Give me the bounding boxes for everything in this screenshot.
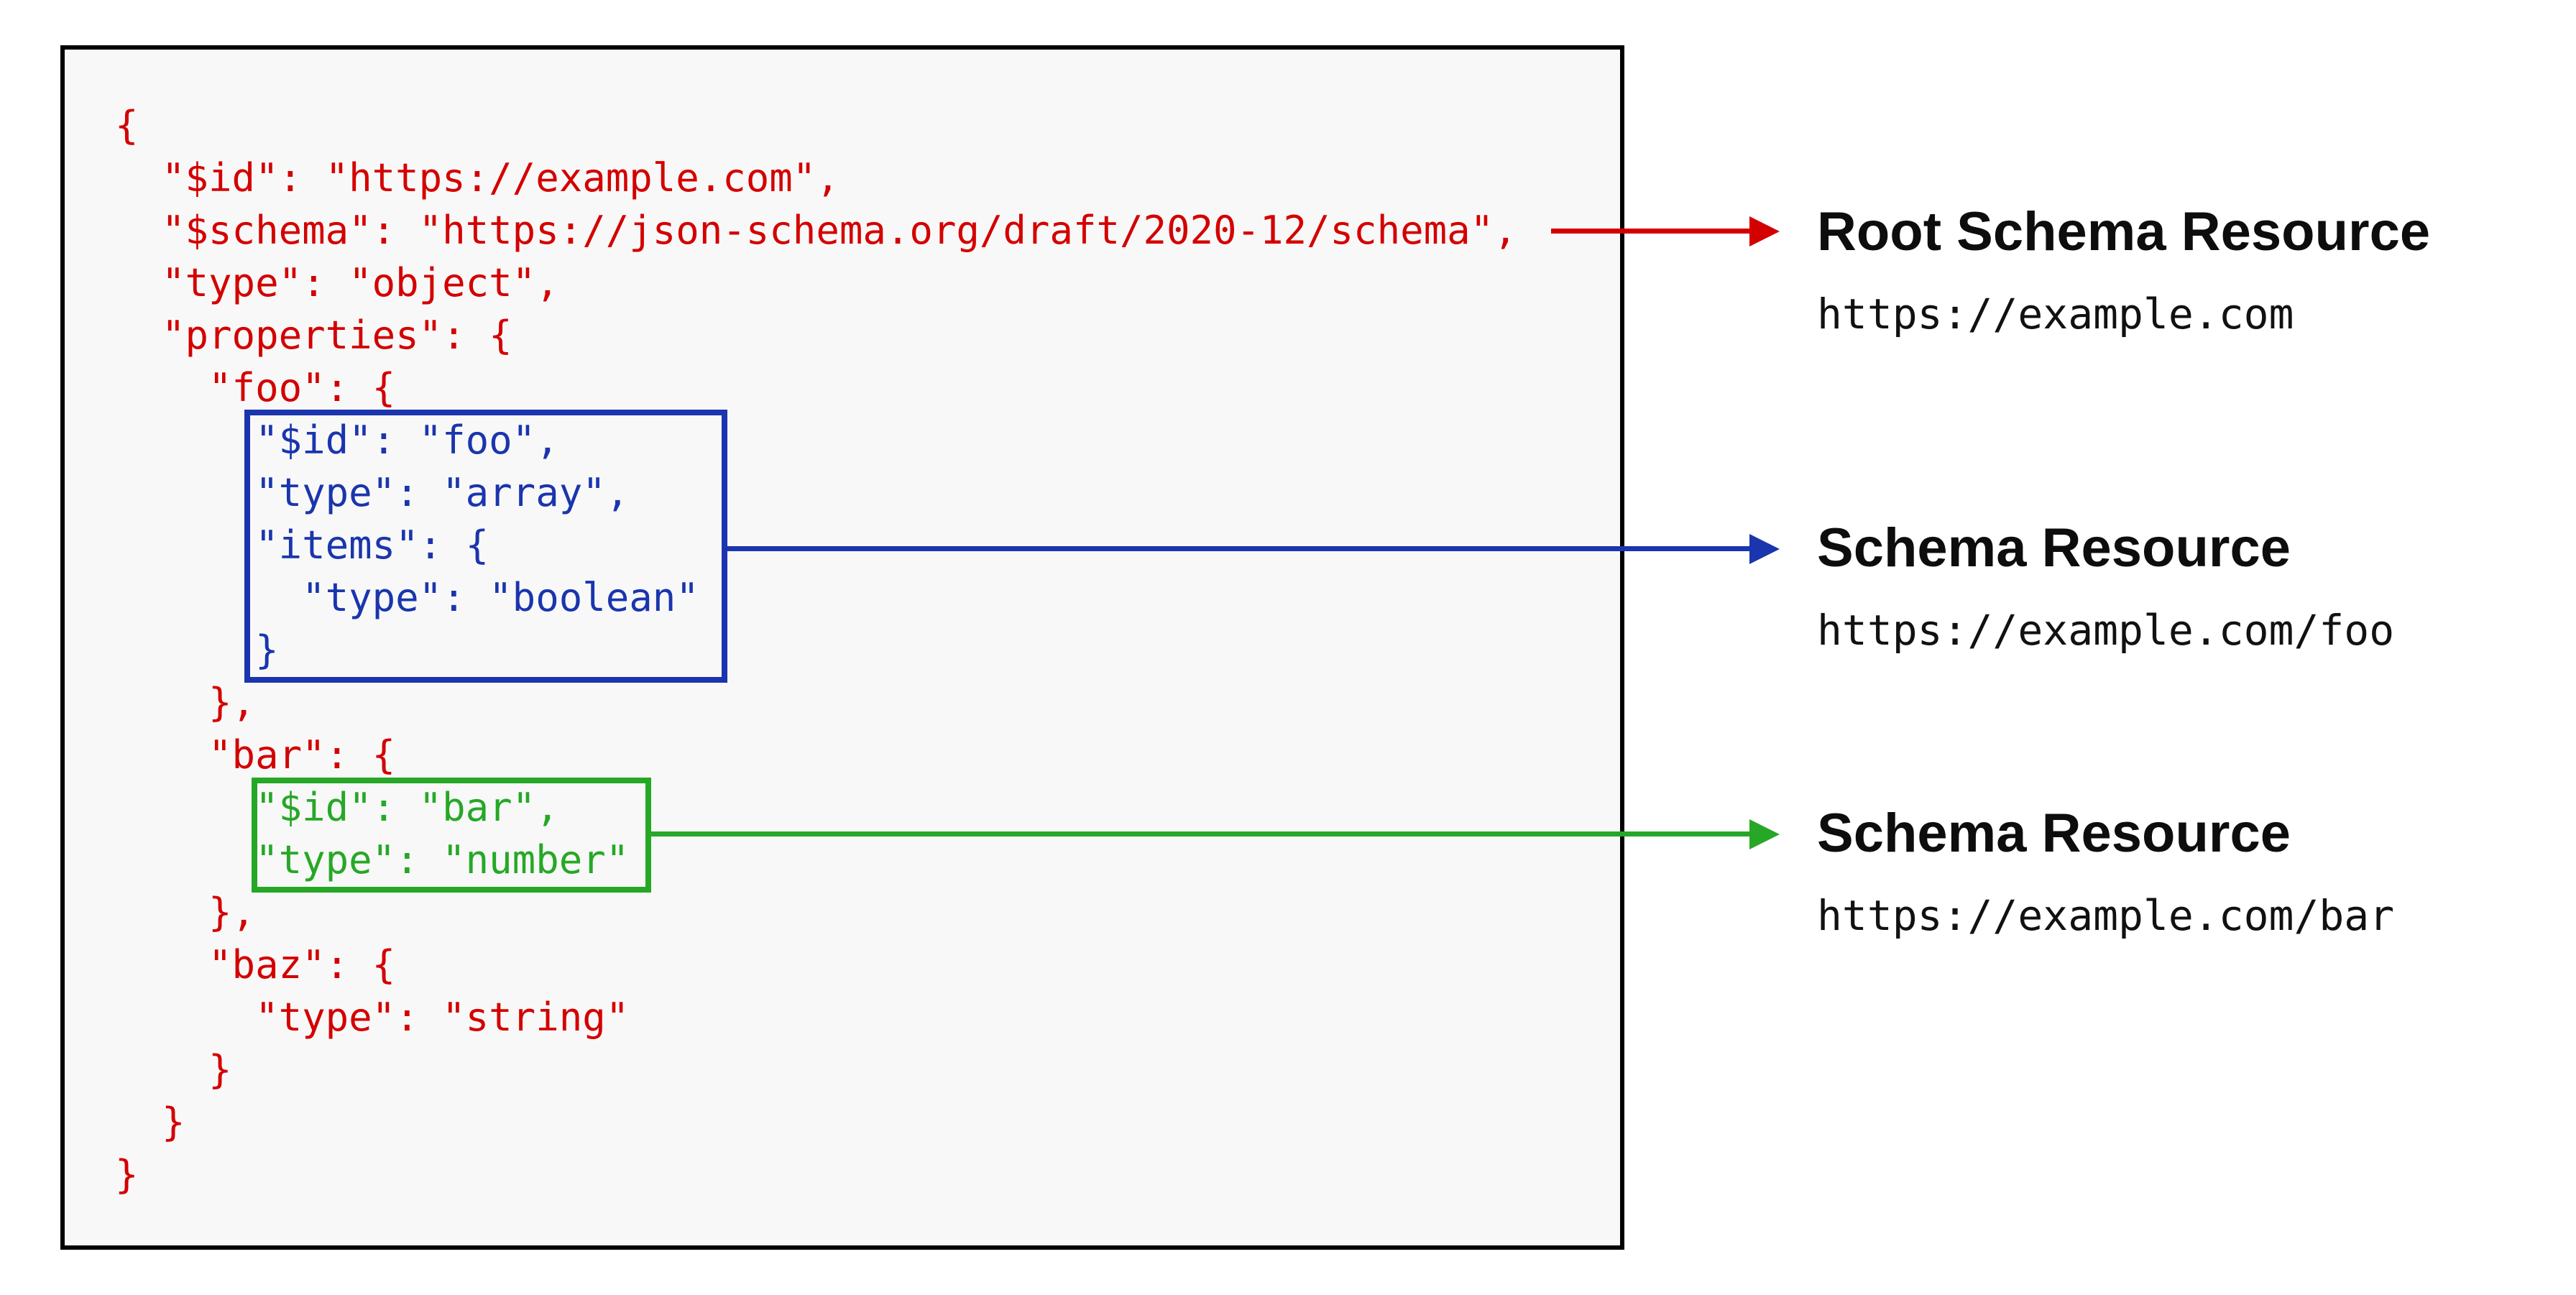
code-line: },	[115, 680, 256, 725]
code-line: }	[115, 1100, 185, 1145]
code-line: "type": "object",	[115, 260, 559, 305]
arrow-head-icon	[1749, 819, 1780, 849]
arrow-shaft	[1551, 229, 1751, 234]
annotation-foo-schema-resource: Schema Resource https://example.com/foo	[1817, 516, 2394, 655]
code-line: "$id": "bar",	[115, 785, 559, 830]
code-line: "properties": {	[115, 313, 512, 358]
annotation-title: Schema Resource	[1817, 803, 2291, 864]
annotation-bar-schema-resource: Schema Resource https://example.com/bar	[1817, 801, 2394, 941]
code-line: }	[115, 1152, 139, 1197]
code-line: "bar": {	[115, 732, 396, 778]
annotation-uri: https://example.com/bar	[1817, 891, 2395, 940]
code-line: "type": "string"	[115, 995, 630, 1040]
code-line: "$id": "https://example.com",	[115, 155, 840, 201]
code-line: "baz": {	[115, 942, 396, 987]
annotation-title: Root Schema Resource	[1817, 201, 2431, 262]
code-line: }	[115, 627, 279, 673]
code-line: "$schema": "https://json-schema.org/draf…	[115, 208, 1517, 253]
annotation-title: Schema Resource	[1817, 517, 2291, 579]
foo-schema-resource-outline	[244, 410, 727, 683]
annotation-uri: https://example.com/foo	[1817, 606, 2395, 655]
code-line: "type": "number"	[115, 837, 630, 882]
code-line: "foo": {	[115, 365, 396, 410]
code-line: "type": "boolean"	[115, 575, 699, 620]
arrow-head-icon	[1749, 216, 1780, 246]
code-line: "items": {	[115, 522, 489, 568]
arrow-shaft	[648, 831, 1751, 837]
bar-schema-resource-outline	[252, 778, 651, 893]
annotation-root-schema-resource: Root Schema Resource https://example.com	[1817, 200, 2430, 339]
arrow-shaft	[724, 546, 1751, 551]
code-line: "$id": "foo",	[115, 418, 559, 463]
annotation-uri: https://example.com	[1817, 290, 2294, 338]
code-line: }	[115, 1047, 232, 1092]
arrow-head-icon	[1749, 534, 1780, 564]
schema-json-code: { "$id": "https://example.com", "$schema…	[115, 99, 1517, 1201]
code-line: "type": "array",	[115, 470, 630, 515]
code-line: {	[115, 103, 139, 148]
code-line: },	[115, 890, 256, 935]
schema-document-box	[60, 45, 1624, 1250]
